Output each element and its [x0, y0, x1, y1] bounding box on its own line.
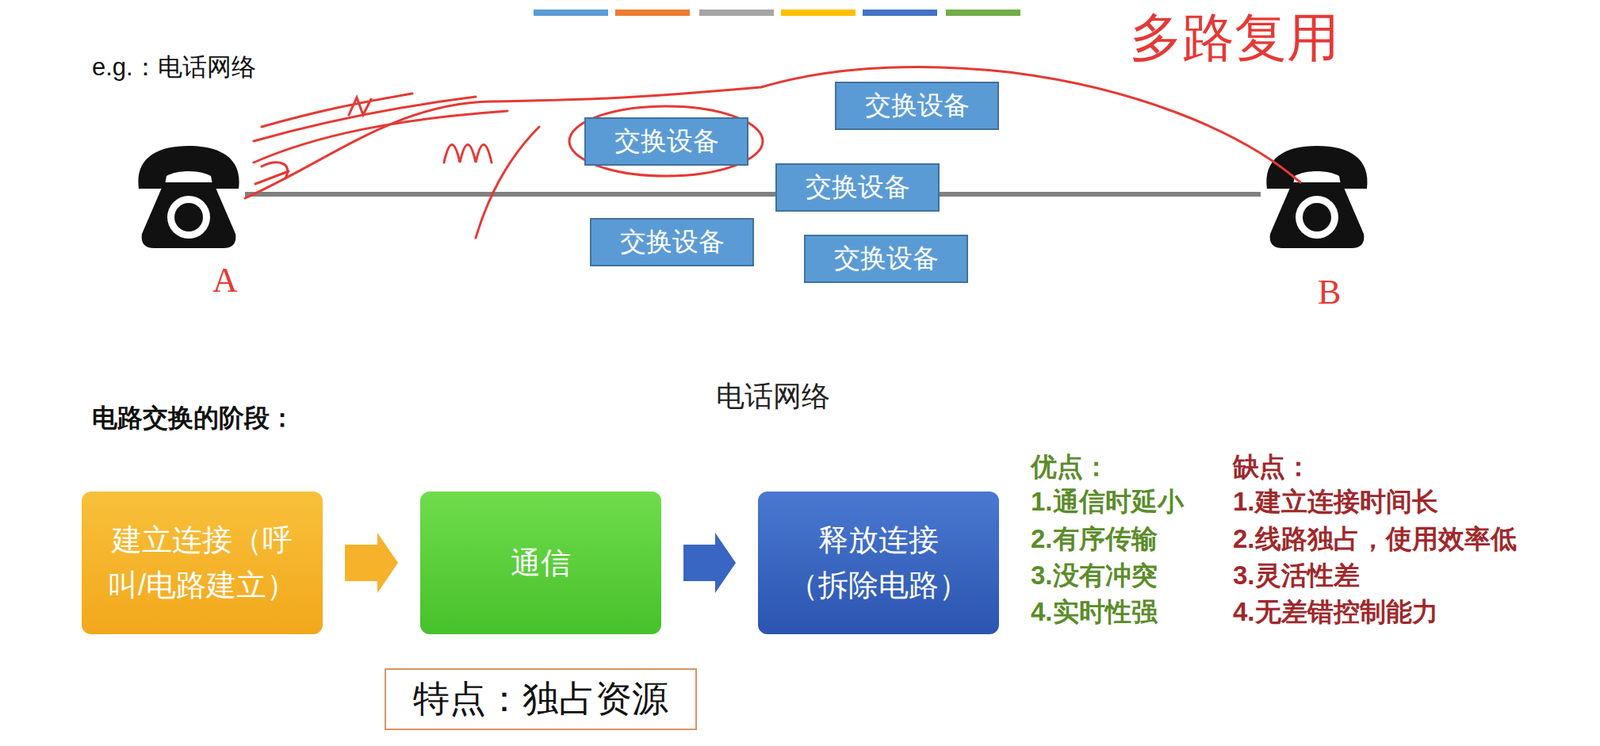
switch-box: 交换设备	[775, 163, 940, 212]
color-bar	[615, 9, 690, 16]
text-label: e.g.：电话网络	[91, 52, 257, 82]
block-arrow	[683, 532, 736, 594]
endpoint-label: B	[1317, 271, 1341, 314]
color-bar	[699, 9, 774, 16]
text-label: 1.通信时延小	[1030, 486, 1184, 518]
color-bars	[533, 9, 1021, 16]
box-label: 交换设备	[865, 88, 970, 124]
color-bar	[780, 9, 856, 16]
switch-box: 交换设备	[803, 234, 969, 284]
box-label: 释放连接 （拆除电路）	[776, 517, 981, 609]
endpoint-label: A	[212, 260, 238, 303]
box-label: 交换设备	[834, 241, 939, 277]
switch-box: 交换设备	[589, 218, 755, 267]
scribble	[261, 93, 413, 127]
phone-a	[137, 145, 239, 249]
circuit-path-stroke	[244, 67, 1301, 199]
cloud-path	[490, 58, 1076, 352]
phase-box: 通信	[420, 491, 662, 635]
network-cloud: 电话网络交换设备交换设备交换设备交换设备交换设备	[459, 45, 1088, 364]
box-label: 交换设备	[805, 169, 911, 206]
phase-box: 建立连接（呼叫/电路建立）	[81, 491, 323, 635]
text-label: 3.没有冲突	[1030, 559, 1158, 592]
box-label: 交换设备	[620, 224, 725, 261]
box-label: 特点：独占资源	[413, 674, 669, 724]
phase-box: 释放连接 （拆除电路）	[757, 491, 1000, 635]
color-bar	[862, 9, 938, 16]
handwritten-note: 多路复用	[1129, 6, 1340, 69]
scribble	[255, 162, 289, 184]
box-label: 交换设备	[614, 123, 720, 160]
switch-box: 交换设备	[584, 117, 749, 166]
box-label: 建立连接（呼叫/电路建立）	[104, 517, 301, 609]
text-label: 缺点：	[1232, 451, 1312, 483]
scribble	[475, 126, 540, 238]
text-label: 2.线路独占，使用效率低	[1232, 523, 1517, 556]
text-label: 4.实时性强	[1030, 596, 1158, 628]
color-bar	[533, 9, 609, 16]
feature-box: 特点：独占资源	[384, 668, 697, 731]
handwritten-marks	[244, 67, 1301, 238]
scribble	[444, 145, 492, 164]
text-label: 1.建立连接时间长	[1232, 486, 1439, 518]
text-label: 2.有序传输	[1030, 523, 1158, 556]
cloud-caption: 电话网络	[459, 377, 1088, 417]
text-label: 电路交换的阶段：	[91, 402, 295, 433]
switch-box: 交换设备	[834, 81, 1000, 131]
block-arrow	[344, 532, 399, 594]
circle-mark	[569, 106, 763, 177]
text-label: 优点：	[1030, 451, 1110, 483]
text-label: 4.无差错控制能力	[1232, 596, 1439, 628]
phone-line	[244, 191, 1261, 197]
box-label: 通信	[510, 540, 571, 586]
color-bar	[945, 9, 1021, 16]
phone-b	[1266, 145, 1367, 249]
text-label: 3.灵活性差	[1232, 559, 1360, 592]
